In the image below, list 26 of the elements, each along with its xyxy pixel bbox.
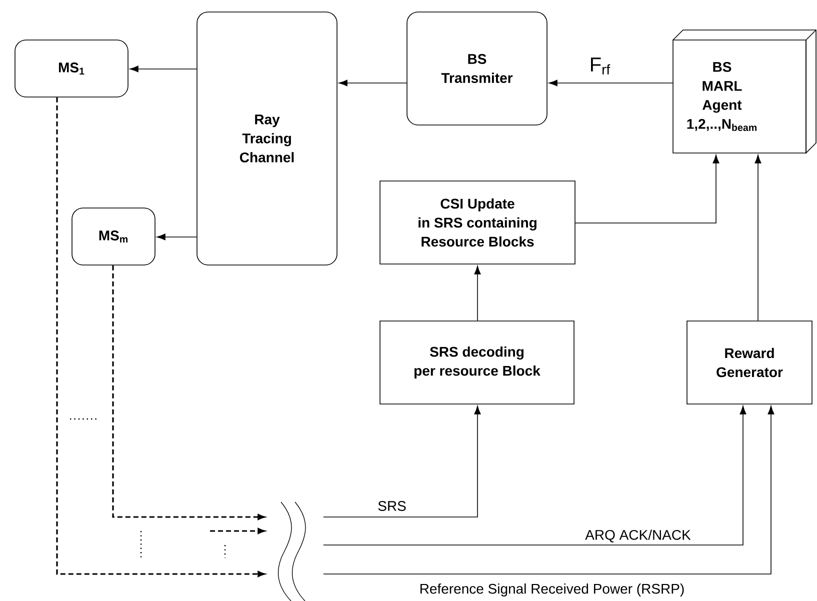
arrow xyxy=(548,80,673,86)
arrow xyxy=(575,154,720,224)
edge-label: Reference Signal Received Power (RSRP) xyxy=(418,582,686,598)
arrow xyxy=(156,234,197,240)
cube-box: BS MARL Agent 1,2,..,N$_{beam}$ xyxy=(672,30,816,154)
edge-label: SRS xyxy=(376,500,408,512)
arrow xyxy=(130,66,197,72)
wave-break-symbol xyxy=(278,502,306,601)
rounded-box: Ray Tracing Channel xyxy=(196,12,338,266)
arrow xyxy=(323,406,774,574)
arrow xyxy=(323,406,481,518)
rounded-box: MS$_{1}$ xyxy=(14,40,128,98)
arrow xyxy=(754,154,762,321)
dashed-arrow xyxy=(56,97,265,577)
edge-label: ARQ ACK/NACK xyxy=(584,528,692,544)
edge-label: F$_{rf}$ xyxy=(588,56,612,76)
process-box: SRS decoding per resource Block xyxy=(380,320,574,404)
dashed-arrow xyxy=(210,528,265,534)
arrow xyxy=(474,266,481,321)
dashed-arrow xyxy=(112,265,265,520)
process-box: Reward Generator xyxy=(686,320,812,404)
rounded-box: MS$_{m}$ xyxy=(72,208,156,266)
process-box: CSI Update in SRS containing Resource Blocks xyxy=(380,180,576,264)
arrow xyxy=(338,80,407,86)
rounded-box: BS Transmiter xyxy=(406,12,548,126)
arrow xyxy=(323,406,746,546)
